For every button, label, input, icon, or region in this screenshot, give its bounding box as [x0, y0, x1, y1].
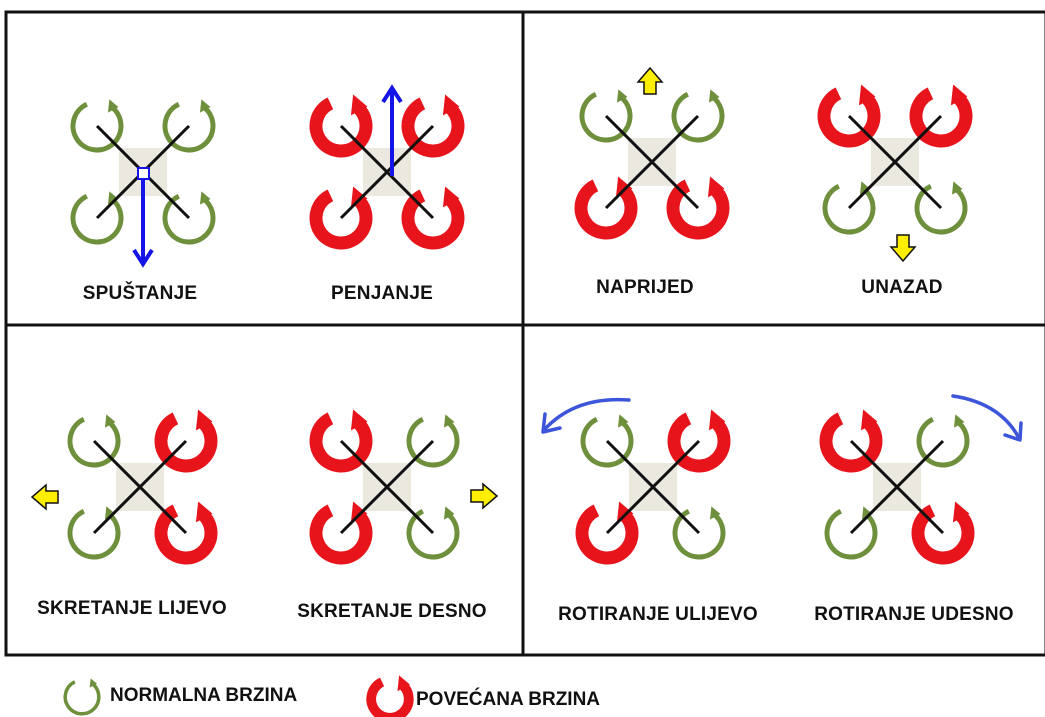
rotor-front-right [909, 84, 973, 148]
rotor-front-left [309, 409, 373, 473]
label-skretanje-lijevo: SKRETANJE LIJEVO [37, 598, 227, 619]
rotor-rear-left [822, 181, 876, 235]
drone-naprijed [574, 89, 730, 240]
drone-arm [847, 114, 943, 210]
rotor-rear-left [70, 191, 124, 245]
rotor-rear-right [162, 191, 216, 245]
rotor-rear-right [406, 506, 460, 560]
rotor-rear-right [401, 186, 465, 250]
rotor-rear-left [309, 501, 373, 565]
drone-rotiranje-ulijevo [575, 409, 731, 565]
label-naprijed: NAPRIJED [596, 277, 694, 298]
legend-normal-label: NORMALNA BRZINA [110, 685, 298, 706]
rotor-front-right [667, 409, 731, 473]
panel-grid [4, 10, 1045, 657]
label-rotiranje-udesno: ROTIRANJE UDESNO [814, 604, 1014, 625]
rotor-front-right [406, 414, 460, 468]
arrow-up-yellow-icon [636, 66, 664, 95]
rotor-front-left [817, 84, 881, 148]
rotor-rear-left [575, 501, 639, 565]
legend-increased-rotor-icon [366, 675, 414, 717]
arrow-left-yellow-icon [30, 483, 59, 511]
drone-arm [849, 439, 945, 535]
drone-skretanje-lijevo [67, 409, 218, 565]
rotor-front-right [162, 99, 216, 153]
label-spustanje: SPUŠTANJE [82, 283, 198, 304]
rotor-front-right [154, 409, 218, 473]
drone-penjanje [309, 94, 465, 250]
label-rotiranje-ulijevo: ROTIRANJE ULIJEVO [558, 604, 758, 625]
rotor-rear-right [914, 181, 968, 235]
curved-arrow-right-blue-icon [951, 394, 1023, 442]
rotor-front-right [401, 94, 465, 158]
rotor-rear-left [309, 186, 373, 250]
drone-arm [605, 439, 701, 535]
rotor-front-left [67, 414, 121, 468]
rotor-front-left [70, 99, 124, 153]
legend-increased-label: POVEĆANA BRZINA [416, 689, 601, 710]
rotor-front-right [671, 89, 725, 143]
drone-arm [604, 114, 700, 210]
rotor-rear-right [672, 506, 726, 560]
rotor-front-left [819, 409, 883, 473]
drone-rotiranje-udesno [819, 409, 975, 565]
rotor-front-left [579, 89, 633, 143]
outer-frame [4, 10, 1045, 657]
arrow-up-blue-icon [381, 84, 403, 176]
drone-arm [339, 439, 435, 535]
arrow-down-yellow-icon [889, 234, 917, 263]
drone-unazad [817, 84, 973, 235]
rotor-rear-right [154, 501, 218, 565]
rotor-rear-right [911, 501, 975, 565]
center-marker-icon [137, 167, 150, 180]
rotor-rear-left [824, 506, 878, 560]
curved-arrow-left-blue-icon [541, 397, 631, 434]
arrow-right-yellow-icon [470, 482, 499, 510]
rotor-front-left [309, 94, 373, 158]
label-unazad: UNAZAD [861, 277, 943, 298]
rotor-front-right [916, 414, 970, 468]
arrow-down-blue-icon [132, 178, 154, 268]
label-skretanje-desno: SKRETANJE DESNO [297, 601, 487, 622]
rotor-rear-left [67, 506, 121, 560]
rotor-rear-right [666, 176, 730, 240]
drone-arm [339, 124, 435, 220]
drone-skretanje-desno [309, 409, 460, 565]
label-penjanje: PENJANJE [331, 283, 433, 304]
rotor-front-left [580, 414, 634, 468]
rotor-rear-left [574, 176, 638, 240]
legend-normal-rotor-icon [63, 678, 101, 716]
drone-arm [92, 439, 188, 535]
